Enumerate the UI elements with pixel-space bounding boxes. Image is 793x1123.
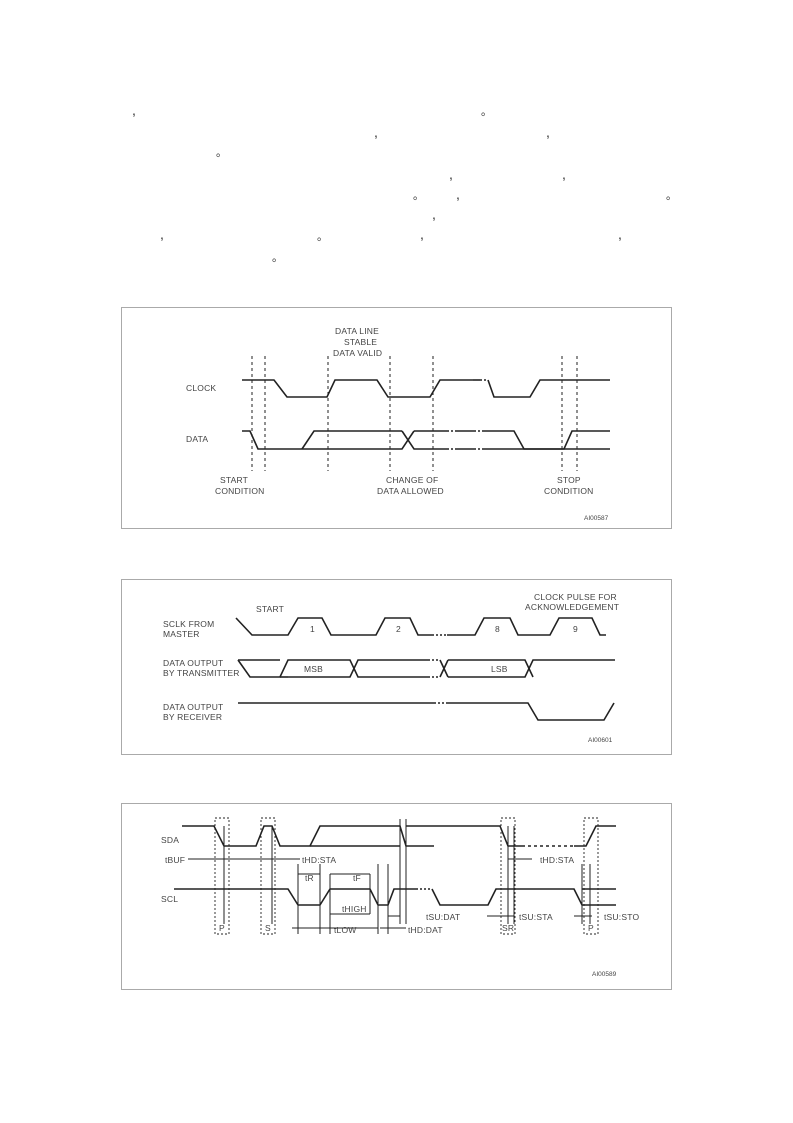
stop-condition-label: STOP bbox=[557, 475, 581, 485]
tbuf-label: tBUF bbox=[165, 855, 185, 865]
receiver-label: DATA OUTPUT bbox=[163, 702, 223, 712]
msb-label: MSB bbox=[304, 664, 323, 674]
stop-marker-label: P bbox=[588, 923, 594, 933]
tr-label: tR bbox=[305, 873, 314, 883]
pulse-number: 2 bbox=[396, 624, 401, 634]
text-mark: , bbox=[374, 124, 378, 140]
stop-condition-label: CONDITION bbox=[544, 486, 594, 496]
text-mark: 。 bbox=[666, 190, 677, 202]
figure-ac-timing: SDA SCL tBUF tHD:STA tHD:STA tR tF tHIGH… bbox=[121, 803, 672, 990]
text-mark: , bbox=[420, 226, 424, 242]
sclk-label: MASTER bbox=[163, 629, 200, 639]
thd-sta-label: tHD:STA bbox=[540, 855, 574, 865]
figure-code: AI00587 bbox=[584, 515, 609, 522]
text-mark: , bbox=[160, 226, 164, 242]
repeated-start-label: SR bbox=[502, 923, 514, 933]
data-valid-label: DATA LINE bbox=[335, 326, 379, 336]
data-valid-label: DATA VALID bbox=[333, 348, 382, 358]
tlow-label: tLOW bbox=[334, 925, 357, 935]
text-mark: , bbox=[432, 206, 436, 222]
text-mark: , bbox=[449, 166, 453, 182]
figure-code: AI00589 bbox=[592, 971, 617, 978]
scl-label: SCL bbox=[161, 894, 178, 904]
text-mark: 。 bbox=[272, 252, 283, 264]
receiver-label: BY RECEIVER bbox=[163, 712, 222, 722]
start-condition-label: CONDITION bbox=[215, 486, 265, 496]
stop-marker-label: P bbox=[219, 923, 225, 933]
text-mark: 。 bbox=[216, 147, 227, 159]
sda-label: SDA bbox=[161, 835, 179, 845]
text-mark: , bbox=[618, 226, 622, 242]
sclk-label: SCLK FROM bbox=[163, 619, 214, 629]
tsu-sto-label: tSU:STO bbox=[604, 912, 639, 922]
text-mark: 。 bbox=[317, 231, 328, 243]
lsb-label: LSB bbox=[491, 664, 508, 674]
change-allowed-label: CHANGE OF bbox=[386, 475, 438, 485]
text-mark: , bbox=[562, 166, 566, 182]
start-condition-label: START bbox=[220, 475, 248, 485]
transmitter-label: DATA OUTPUT bbox=[163, 658, 223, 668]
clock-label: CLOCK bbox=[186, 383, 216, 393]
change-allowed-label: DATA ALLOWED bbox=[377, 486, 444, 496]
tsu-dat-label: tSU:DAT bbox=[426, 912, 460, 922]
text-mark: 。 bbox=[481, 106, 492, 118]
clock-pulse-label: CLOCK PULSE FOR bbox=[534, 592, 617, 602]
data-label: DATA bbox=[186, 434, 208, 444]
thigh-label: tHIGH bbox=[342, 904, 367, 914]
thd-sta-label: tHD:STA bbox=[302, 855, 336, 865]
data-valid-label: STABLE bbox=[344, 337, 377, 347]
clock-pulse-label: ACKNOWLEDGEMENT bbox=[525, 602, 619, 612]
pulse-number: 9 bbox=[573, 624, 578, 634]
text-mark: , bbox=[132, 102, 136, 118]
text-mark: , bbox=[456, 186, 460, 202]
transmitter-label: BY TRANSMITTER bbox=[163, 668, 240, 678]
tsu-sta-label: tSU:STA bbox=[519, 912, 553, 922]
figure-acknowledge-timing: START CLOCK PULSE FOR ACKNOWLEDGEMENT SC… bbox=[121, 579, 672, 755]
start-label: START bbox=[256, 604, 284, 614]
text-mark: 。 bbox=[413, 190, 424, 202]
pulse-number: 1 bbox=[310, 624, 315, 634]
figure-code: AI00601 bbox=[588, 737, 613, 744]
text-mark: , bbox=[546, 124, 550, 140]
start-marker-label: S bbox=[265, 923, 271, 933]
pulse-number: 8 bbox=[495, 624, 500, 634]
figure-start-stop-timing: DATA LINE STABLE DATA VALID CLOCK DATA S… bbox=[121, 307, 672, 529]
thd-dat-label: tHD:DAT bbox=[408, 925, 443, 935]
tf-label: tF bbox=[353, 873, 361, 883]
